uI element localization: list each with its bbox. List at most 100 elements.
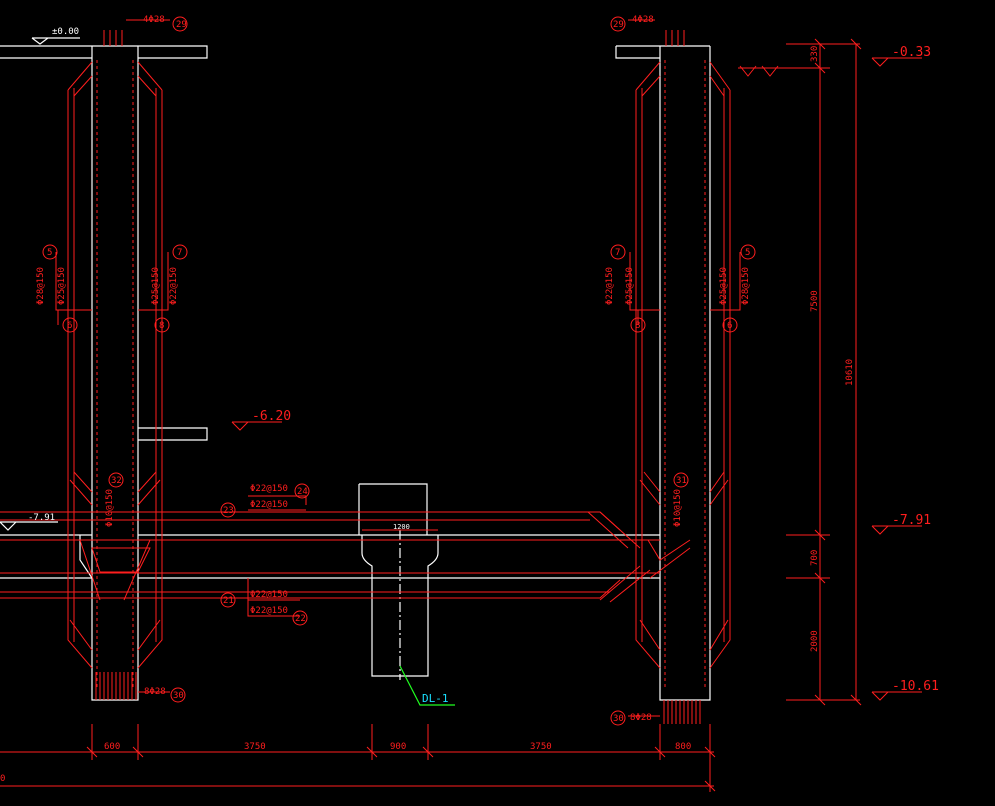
bottom-leader [138, 691, 660, 717]
mark-24: 24 [297, 487, 308, 497]
spec-pile-top: 1200 [393, 523, 410, 531]
mark-circle [170, 687, 186, 703]
spec-left-outer-b: Φ25@150 [57, 267, 67, 305]
mark-circle [610, 710, 626, 726]
top-ends [103, 30, 685, 46]
right-inner-bar [635, 88, 661, 669]
left-wall [91, 46, 139, 701]
left-bottom-ends [95, 672, 137, 700]
mark-circle [220, 592, 236, 608]
rebar-spec-text: 4Φ28 4Φ28 Φ28@150 Φ25@150 Φ25@150 Φ22@15… [36, 15, 751, 723]
wall-stirrups [96, 60, 706, 690]
left-inner-bar [137, 88, 163, 669]
spec-left-inner-a: Φ25@150 [151, 267, 161, 305]
pile-label: DL-1 [422, 692, 449, 705]
elev-symbol-mid [231, 421, 282, 431]
mark-7-right: 7 [615, 248, 620, 258]
joint-hatch-a [69, 471, 729, 506]
mark-21: 21 [223, 596, 234, 606]
mark-23: 23 [223, 506, 234, 516]
right-outer-bar [709, 88, 731, 669]
elev-top-left: ±0.00 [52, 27, 79, 37]
mark-circle [630, 317, 646, 333]
mark-30-right: 30 [613, 714, 624, 724]
bottom-dim-ticks [86, 746, 716, 792]
mid-slab-stub [138, 427, 208, 441]
elev-mid-slab: -6.20 [252, 409, 291, 424]
dim-bottom-800: 800 [675, 742, 691, 752]
right-top-hooks [635, 61, 731, 97]
elev-bottom: -10.61 [892, 679, 939, 694]
spec-right-outer-a: Φ28@150 [741, 267, 751, 305]
dim-right-7500: 7500 [810, 290, 820, 312]
slab-top-leader [248, 495, 307, 511]
soil-marks [738, 65, 790, 77]
elev-top-right: -0.33 [892, 45, 931, 60]
elev-floor-right: -7.91 [892, 513, 931, 528]
elev-floor-left: -7.91 [28, 513, 55, 523]
mark-circle [108, 472, 124, 488]
mark-circle [722, 317, 738, 333]
rebar-lines [0, 30, 731, 724]
dim-bottom-600: 600 [104, 742, 120, 752]
spec-top-left: 4Φ28 [143, 15, 165, 25]
mark-6-left: 6 [67, 321, 72, 331]
spec-slab-top-2: Φ22@150 [250, 500, 288, 510]
mark-29-top-left: 29 [176, 20, 187, 30]
mark-8-left: 8 [159, 321, 164, 331]
mark-circle [673, 472, 689, 488]
right-joint-bars [647, 539, 691, 579]
elev-symbol-floor-left [0, 521, 58, 531]
bottom-dimension-chain: 600 3750 900 3750 800 0 [0, 724, 716, 792]
mark-7-left: 7 [177, 248, 182, 258]
floor-slab-bars [0, 511, 660, 599]
bar-mark-circles: 29 29 5 6 7 8 7 8 5 6 32 31 23 24 21 22 … [42, 16, 756, 726]
pile-leader [399, 665, 455, 706]
bottom-hooks [69, 619, 729, 651]
bottom-dim-lines [0, 724, 714, 792]
dim-right-total: 10610 [845, 359, 855, 386]
spec-slab-bot-1: Φ22@150 [250, 590, 288, 600]
spec-joint-left: Φ10@150 [105, 489, 115, 527]
spec-leaders [55, 19, 741, 717]
left-top-hooks [67, 61, 163, 97]
elevation-marks: ±0.00 -0.33 -6.20 -7.91 -7.91 -10.61 [0, 27, 939, 701]
mark-6-right: 6 [727, 321, 732, 331]
dim-right-2000: 2000 [810, 630, 820, 652]
mark-30-left: 30 [173, 691, 184, 701]
spec-right-outer-b: Φ25@150 [719, 267, 729, 305]
floor-slab [0, 534, 660, 579]
mark-circle [610, 244, 626, 260]
spec-right-inner-b: Φ22@150 [605, 267, 615, 305]
top-slab-right [615, 45, 710, 59]
right-dimension-chain: 330 7500 700 2000 10610 [786, 38, 862, 706]
right-wall [659, 46, 711, 701]
mark-circle [292, 610, 308, 626]
left-ring-beam [79, 535, 93, 579]
spec-right-inner-a: Φ25@150 [625, 267, 635, 305]
dim-right-700: 700 [810, 550, 820, 566]
mark-circle [610, 16, 626, 32]
left-outer-bar [67, 88, 93, 669]
dim-bottom-3750-a: 3750 [244, 742, 266, 752]
mark-circle [294, 483, 310, 499]
mark-29-top-right: 29 [613, 20, 624, 30]
spec-bottom-right: 8Φ28 [630, 713, 652, 723]
mark-circle [154, 317, 170, 333]
mark-32: 32 [111, 476, 122, 486]
mark-circle [62, 317, 78, 333]
mark-8-right: 8 [635, 321, 640, 331]
mark-circle [42, 244, 58, 260]
left-outer-leader [55, 252, 92, 325]
left-joint-bars [79, 539, 151, 601]
spec-slab-top-1: Φ22@150 [250, 484, 288, 494]
dim-bottom-3750-b: 3750 [530, 742, 552, 752]
right-dim-ticks [814, 38, 862, 706]
right-dim-lines [786, 43, 860, 701]
dim-right-330: 330 [810, 46, 820, 62]
mark-5-left: 5 [47, 248, 52, 258]
elev-symbol-top-left [31, 37, 80, 45]
elev-symbol-bottom [871, 691, 922, 701]
spec-left-inner-b: Φ22@150 [169, 267, 179, 305]
